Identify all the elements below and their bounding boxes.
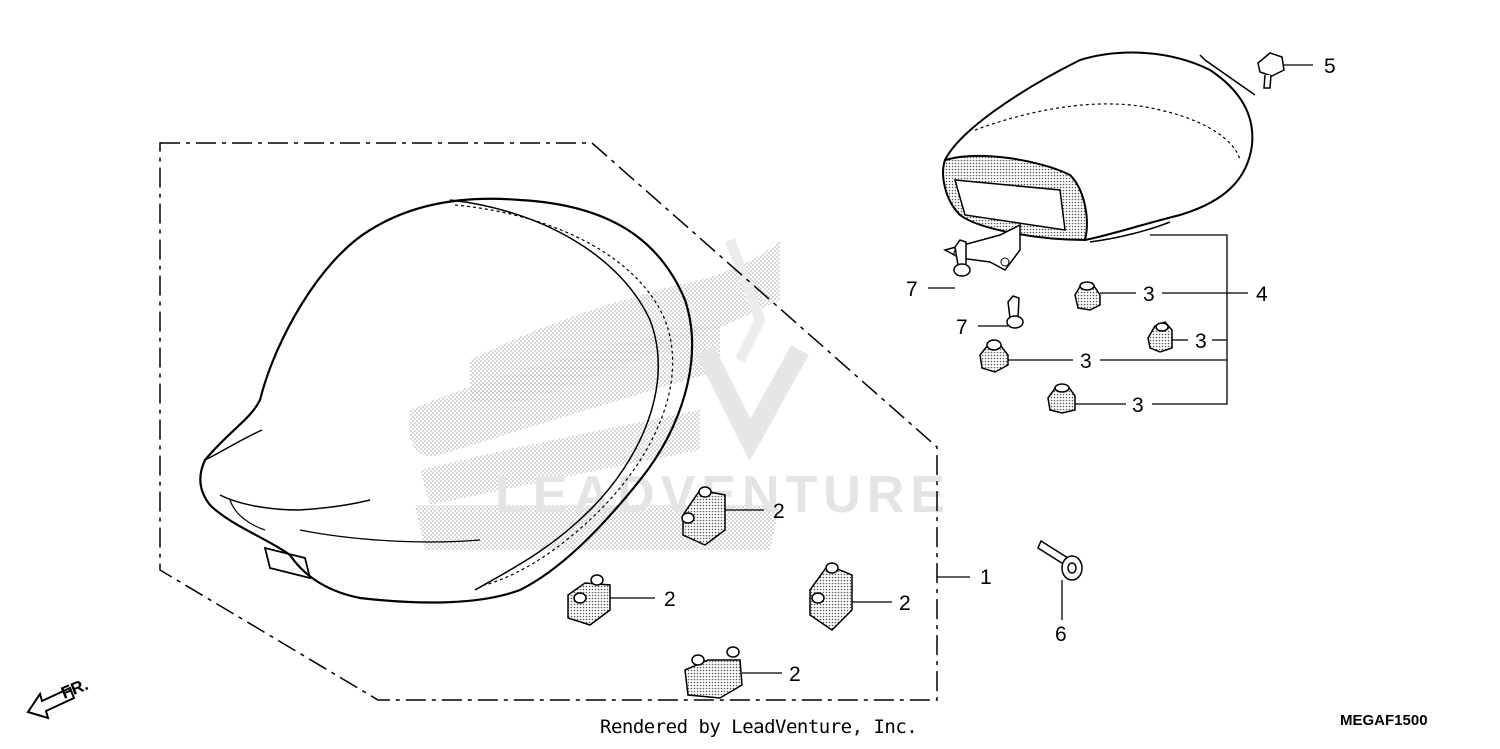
damper-block-2: [567, 574, 611, 626]
callout-2b: 2: [664, 588, 676, 611]
kit-boundary: [159, 142, 938, 701]
callout-5: 5: [1324, 55, 1336, 78]
rubber-cushion-1: [1074, 281, 1101, 311]
callout-2d: 2: [789, 663, 801, 686]
callout-1: 1: [980, 566, 992, 589]
direction-label: FR.: [58, 675, 91, 703]
callout-7a: 7: [906, 278, 918, 301]
damper-block-4: [684, 646, 743, 699]
damper-block-1: [681, 486, 726, 546]
callout-3d: 3: [1132, 394, 1144, 417]
screw-7a: [953, 239, 971, 277]
callout-3c: 3: [1080, 350, 1092, 373]
leader-lines: [610, 64, 1313, 674]
screw-7b: [1006, 295, 1024, 329]
front-direction-arrow: FR.: [26, 675, 91, 720]
rubber-cushion-4: [1047, 383, 1076, 414]
rubber-cushion-3: [979, 339, 1009, 373]
callout-7b: 7: [956, 316, 968, 339]
callout-6: 6: [1055, 623, 1067, 646]
callout-3b: 3: [1195, 330, 1207, 353]
footer-credit: Rendered by LeadVenture, Inc.: [600, 716, 918, 738]
screw-6: [1037, 539, 1083, 581]
callout-2a: 2: [773, 500, 785, 523]
main-seat-drawing: [199, 197, 694, 604]
rubber-cushion-2: [1147, 321, 1173, 353]
damper-block-3: [809, 562, 853, 631]
callout-3a: 3: [1143, 283, 1155, 306]
bolt-5: [1257, 52, 1285, 89]
callout-4: 4: [1256, 283, 1268, 306]
callout-2c: 2: [899, 592, 911, 615]
pillion-seat-drawing: [942, 51, 1256, 271]
diagram-code: MEGAF1500: [1340, 712, 1428, 729]
